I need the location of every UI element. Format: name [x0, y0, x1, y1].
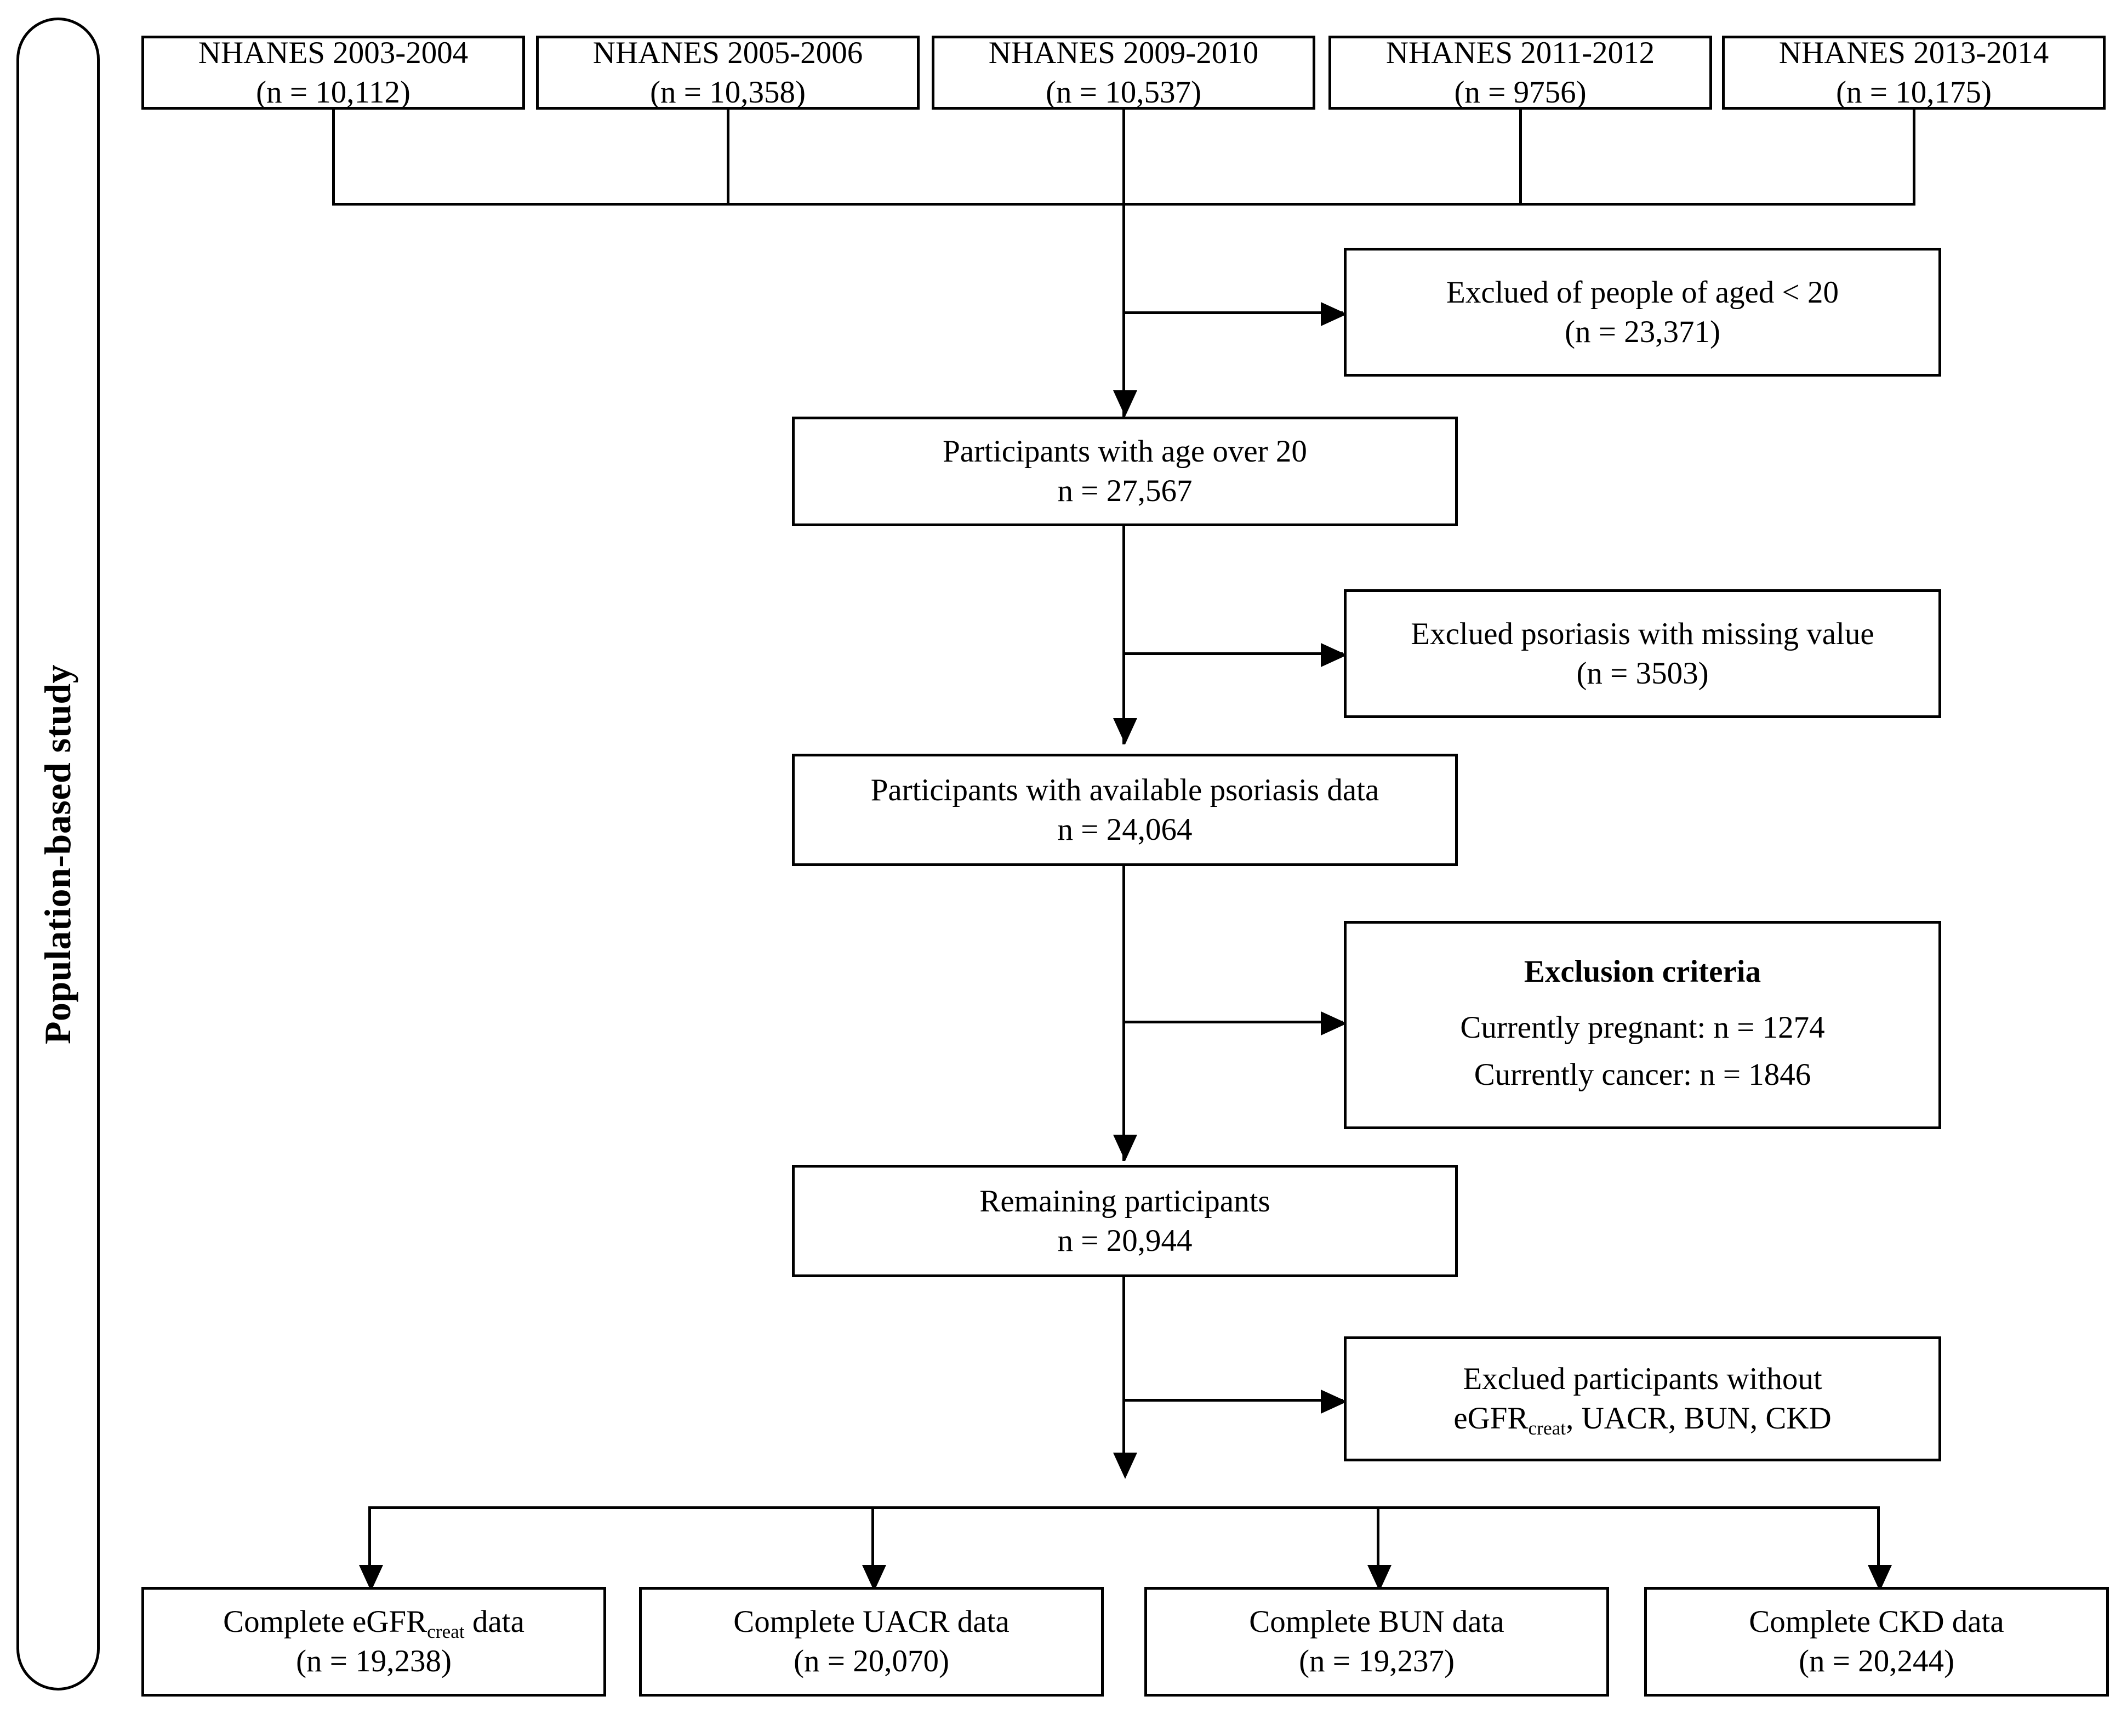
stage-box-age-over-20: Participants with age over 20 n = 27,567 — [792, 417, 1458, 526]
cohort-count: (n = 10,175) — [1836, 75, 1992, 110]
outcome-label: Complete UACR data — [733, 1604, 1010, 1640]
exclusion-branch-1 — [1122, 311, 1343, 314]
cohort-stub-5 — [1913, 110, 1915, 206]
exclusion-text: Exclued psoriasis with missing value — [1411, 616, 1874, 651]
cohort-box-2011: NHANES 2011-2012 (n = 9756) — [1328, 36, 1712, 110]
spine-arrow-2 — [1113, 718, 1137, 744]
outcome-label: Complete CKD data — [1749, 1604, 2004, 1640]
exclusion-criteria-item: Currently cancer: n = 1846 — [1474, 1057, 1811, 1092]
exclusion-branch-4 — [1122, 1399, 1343, 1402]
exclusion-text-line1: Exclued participants without — [1463, 1362, 1822, 1397]
cohort-name: NHANES 2009-2010 — [988, 35, 1259, 70]
cohort-stub-2 — [727, 110, 729, 206]
outcome-label: Complete eGFR — [223, 1604, 427, 1640]
exclusion-criteria-title: Exclusion criteria — [1524, 954, 1761, 989]
spine-segment-4 — [1122, 1277, 1125, 1453]
study-bracket — [16, 18, 100, 1691]
spine-segment-2 — [1122, 526, 1125, 744]
outcome-count: (n = 19,237) — [1299, 1644, 1455, 1678]
cohort-count: (n = 9756) — [1454, 75, 1587, 110]
study-label: Population-based study — [16, 18, 100, 1691]
exclusion-box-labs: Exclued participants without eGFRcreat, … — [1344, 1336, 1941, 1461]
cohort-stub-4 — [1519, 110, 1522, 206]
spine-segment-3 — [1122, 866, 1125, 1161]
stage-text: Participants with age over 20 — [943, 434, 1307, 469]
exclusion-arrow-1 — [1321, 302, 1347, 326]
exclusion-count: (n = 3503) — [1576, 656, 1709, 691]
stage-box-remaining: Remaining participants n = 20,944 — [792, 1165, 1458, 1277]
cohort-name: NHANES 2013-2014 — [1778, 35, 2049, 70]
cohort-name: NHANES 2005-2006 — [592, 35, 863, 70]
exclusion-arrow-2 — [1321, 643, 1347, 667]
outcome-count: (n = 20,070) — [794, 1644, 949, 1678]
labs-list: , UACR, BUN, CKD — [1566, 1401, 1832, 1436]
exclusion-arrow-3 — [1321, 1011, 1347, 1035]
exclusion-text: Exclued of people of aged < 20 — [1446, 275, 1839, 310]
cohort-box-2003: NHANES 2003-2004 (n = 10,112) — [141, 36, 525, 110]
outcome-count: (n = 20,244) — [1799, 1644, 1954, 1678]
outcome-count: (n = 19,238) — [296, 1644, 452, 1678]
cohort-name: NHANES 2003-2004 — [198, 35, 469, 70]
cohort-count: (n = 10,358) — [650, 75, 806, 110]
outcome-box-uacr: Complete UACR data (n = 20,070) — [639, 1587, 1104, 1697]
spine-arrow-1 — [1113, 390, 1137, 417]
exclusion-box-psoriasis: Exclued psoriasis with missing value (n … — [1344, 589, 1941, 718]
spine-arrow-4 — [1113, 1453, 1137, 1479]
stage-count: n = 24,064 — [1057, 812, 1193, 847]
exclusion-criteria-item: Currently pregnant: n = 1274 — [1460, 1010, 1825, 1045]
stage-text: Participants with available psoriasis da… — [870, 772, 1379, 807]
spine-arrow-3 — [1113, 1135, 1137, 1161]
cohort-count: (n = 10,112) — [256, 75, 410, 110]
exclusion-box-age: Exclued of people of aged < 20 (n = 23,3… — [1344, 248, 1941, 377]
egfr-subscript: creat — [427, 1620, 465, 1642]
stage-count: n = 27,567 — [1057, 474, 1193, 508]
cohort-count: (n = 10,537) — [1046, 75, 1201, 110]
outcome-text: Complete UACR data — [733, 1602, 1009, 1642]
stage-box-psoriasis-data: Participants with available psoriasis da… — [792, 754, 1458, 866]
exclusion-text-line2: eGFRcreat, UACR, BUN, CKD — [1453, 1399, 1832, 1439]
outcome-suffix: data — [464, 1604, 524, 1640]
outcome-stub-3 — [1377, 1506, 1379, 1569]
cohort-name: NHANES 2011-2012 — [1385, 35, 1655, 70]
egfr-label: eGFR — [1453, 1401, 1529, 1436]
cohort-box-2005: NHANES 2005-2006 (n = 10,358) — [536, 36, 920, 110]
cohort-box-2009: NHANES 2009-2010 (n = 10,537) — [932, 36, 1315, 110]
exclusion-criteria-box: Exclusion criteria Currently pregnant: n… — [1344, 921, 1941, 1129]
exclusion-count: (n = 23,371) — [1565, 314, 1720, 349]
outcome-text: Complete BUN data — [1249, 1602, 1504, 1642]
cohort-stub-3 — [1122, 110, 1125, 206]
outcome-bus — [368, 1506, 1879, 1509]
exclusion-arrow-4 — [1321, 1390, 1347, 1414]
outcome-label: Complete BUN data — [1249, 1604, 1504, 1640]
spine-segment-1 — [1122, 203, 1125, 417]
stage-count: n = 20,944 — [1057, 1223, 1193, 1258]
outcome-box-bun: Complete BUN data (n = 19,237) — [1144, 1587, 1609, 1697]
outcome-text: Complete CKD data — [1749, 1602, 2004, 1642]
study-label-text: Population-based study — [37, 664, 79, 1044]
outcome-text: Complete eGFRcreat data — [223, 1602, 524, 1642]
outcome-box-ckd: Complete CKD data (n = 20,244) — [1644, 1587, 2109, 1697]
egfr-subscript: creat — [1528, 1417, 1566, 1439]
exclusion-branch-2 — [1122, 652, 1343, 655]
outcome-stub-2 — [871, 1506, 874, 1569]
cohort-box-2013: NHANES 2013-2014 (n = 10,175) — [1722, 36, 2106, 110]
stage-text: Remaining participants — [979, 1183, 1270, 1219]
outcome-stub-4 — [1877, 1506, 1880, 1569]
cohort-stub-1 — [332, 110, 335, 206]
outcome-stub-1 — [368, 1506, 371, 1569]
outcome-box-egfr: Complete eGFRcreat data (n = 19,238) — [141, 1587, 606, 1697]
exclusion-branch-3 — [1122, 1021, 1343, 1023]
